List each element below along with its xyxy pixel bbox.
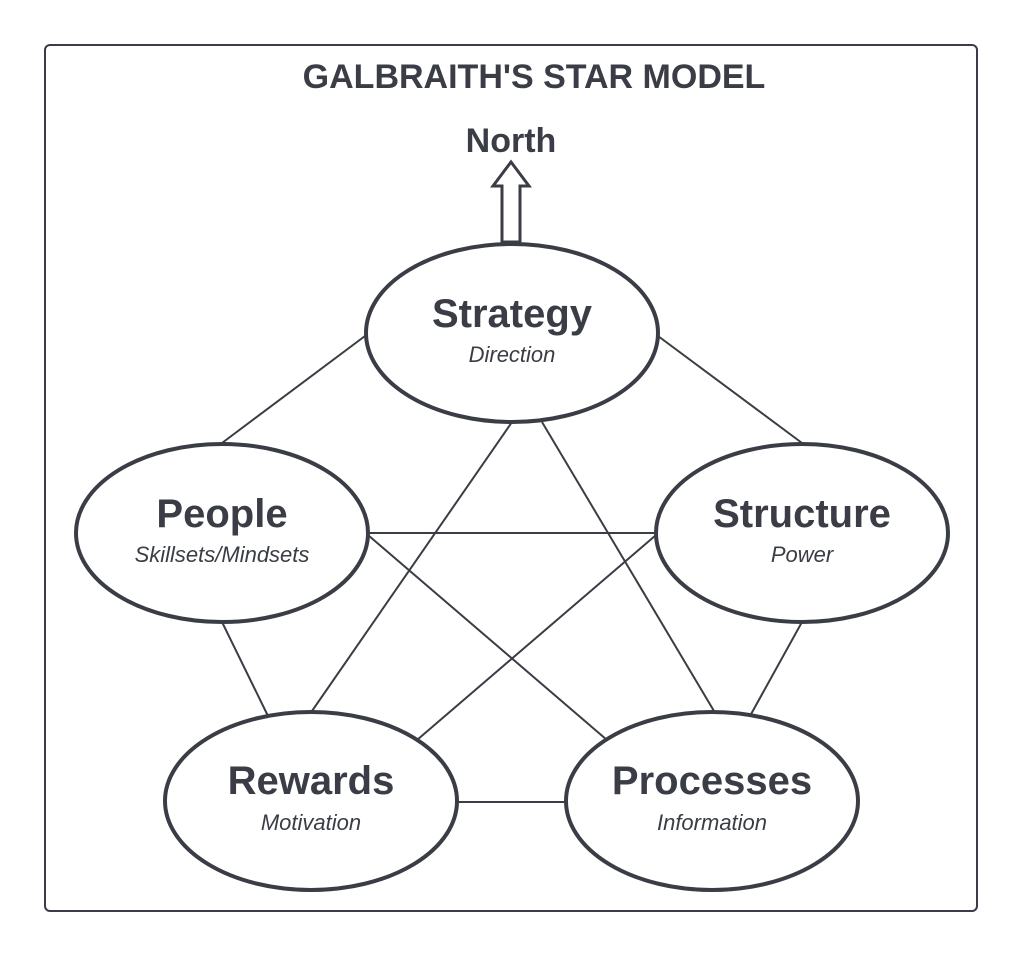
north-arrow-icon [490, 159, 532, 244]
node-people: People Skillsets/Mindsets [74, 442, 370, 624]
node-structure-shape [654, 442, 950, 624]
edge-people-rewards [221, 621, 269, 717]
node-processes-subtitle: Information [657, 810, 767, 835]
diagram-title: GALBRAITH'S STAR MODEL [303, 58, 766, 96]
edge-strategy-rewards [311, 421, 513, 712]
diagram-frame [44, 44, 978, 912]
edge-strategy-processes [541, 421, 715, 712]
node-strategy: Strategy Direction [364, 242, 660, 424]
edge-structure-rewards [416, 534, 657, 741]
node-people-title: People [156, 492, 287, 536]
node-processes-title: Processes [612, 759, 812, 803]
node-rewards: Rewards Motivation [163, 710, 459, 892]
edge-structure-processes [749, 621, 803, 717]
node-processes-shape [564, 710, 860, 892]
node-rewards-subtitle: Motivation [261, 810, 361, 835]
node-strategy-shape [364, 242, 660, 424]
node-strategy-title: Strategy [432, 292, 593, 336]
connections [221, 335, 803, 803]
node-structure-title: Structure [713, 492, 891, 536]
node-people-shape [74, 442, 370, 624]
node-structure-subtitle: Power [771, 542, 835, 567]
node-rewards-title: Rewards [228, 759, 395, 803]
edge-strategy-structure [657, 335, 803, 444]
node-strategy-subtitle: Direction [469, 342, 556, 367]
north-label: North [466, 122, 557, 160]
node-processes: Processes Information [564, 710, 860, 892]
node-people-subtitle: Skillsets/Mindsets [135, 542, 310, 567]
edge-people-processes [367, 534, 608, 741]
node-rewards-shape [163, 710, 459, 892]
node-structure: Structure Power [654, 442, 950, 624]
edge-strategy-people [221, 335, 366, 444]
